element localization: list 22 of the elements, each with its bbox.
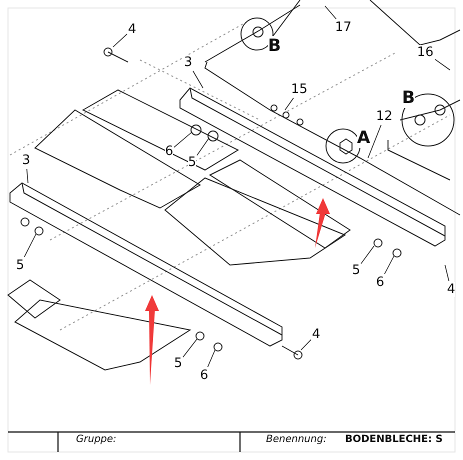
leader-line	[24, 234, 36, 258]
field-label: Gruppe:	[76, 434, 116, 445]
leader-line	[207, 350, 216, 368]
detail-letter: B	[402, 88, 415, 108]
title-value: BODENBLECHE: S	[345, 434, 443, 445]
detail-letter: A	[357, 128, 370, 148]
leader-line	[444, 264, 450, 282]
leader-line	[182, 338, 198, 358]
leader-line	[284, 98, 294, 110]
leader-line	[192, 70, 204, 88]
callout-number: 4	[447, 282, 456, 297]
leader-line	[112, 34, 128, 48]
leader-line	[26, 168, 28, 184]
leader-line	[384, 256, 394, 274]
leader-line	[434, 58, 450, 70]
leader-line	[360, 246, 374, 264]
leader-line	[174, 132, 192, 148]
leader-line	[324, 6, 337, 20]
leader-line	[368, 124, 382, 158]
field-label: Benennung:	[266, 434, 327, 445]
leader-line	[300, 339, 312, 350]
leader-line	[196, 138, 210, 156]
